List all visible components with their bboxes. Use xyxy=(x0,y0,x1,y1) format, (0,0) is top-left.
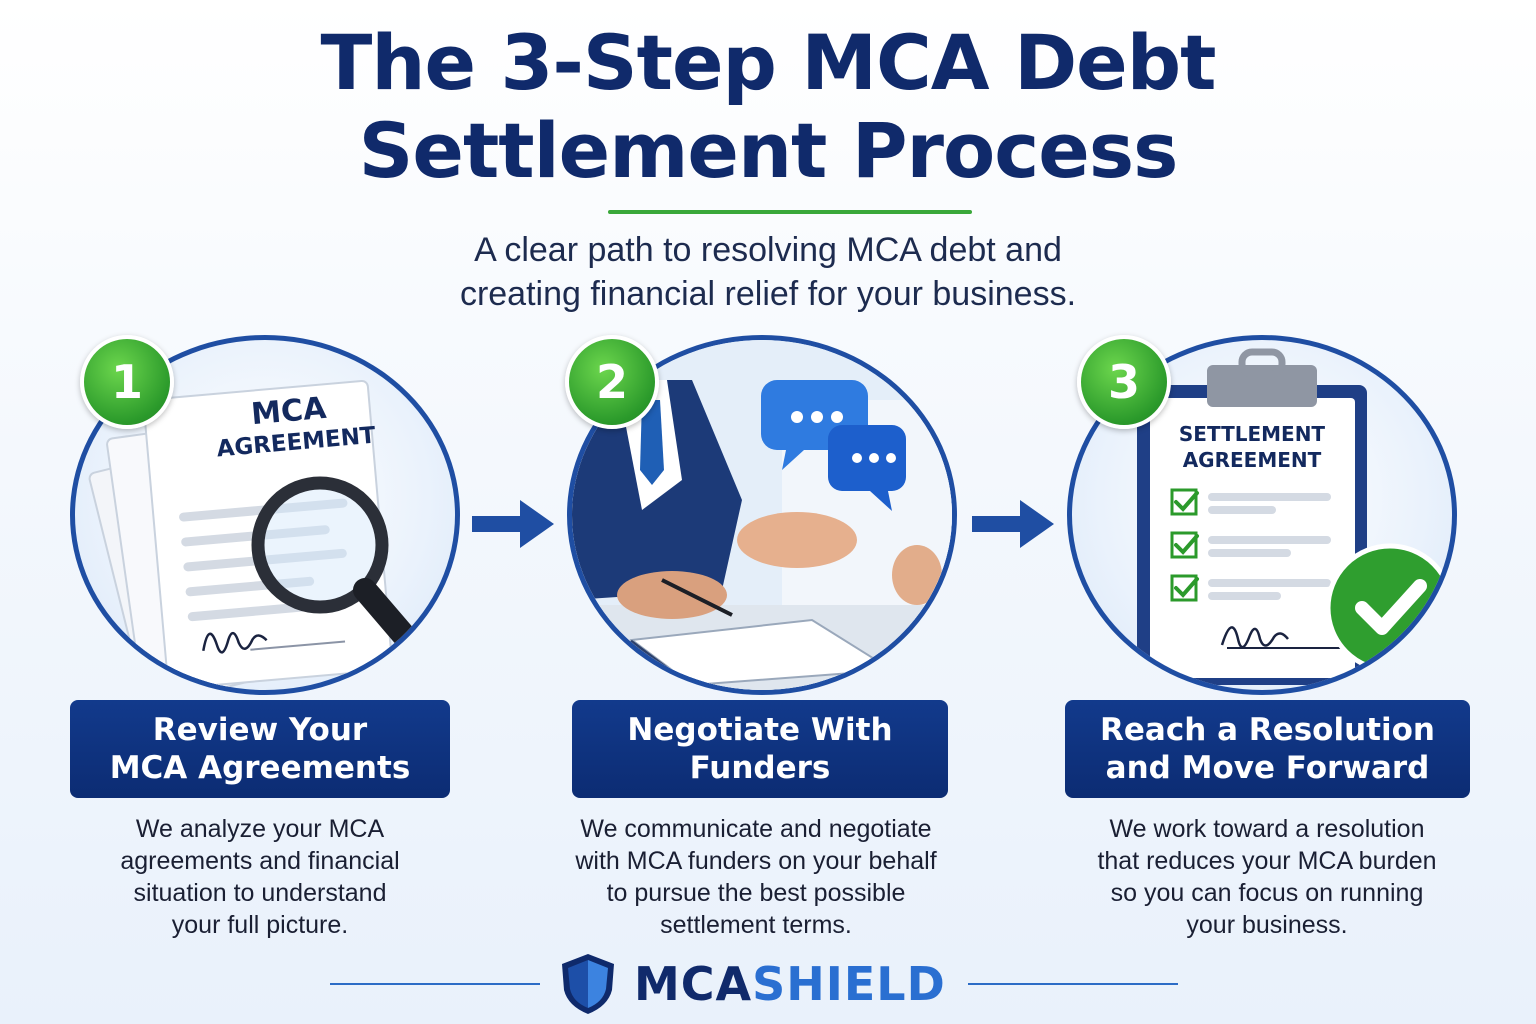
step-3-title-banner: Reach a Resolution and Move Forward xyxy=(1065,700,1470,798)
step-1-desc-line-4: your full picture. xyxy=(171,911,349,939)
step-1: MCA AGREEMENT 1 Review Your MCA Agreemen… xyxy=(15,335,485,939)
step-3-number-badge: 3 xyxy=(1077,335,1171,429)
footer-divider-right xyxy=(968,983,1178,985)
step-2-description: We communicate and negotiate with MCA fu… xyxy=(517,813,995,941)
document-review-icon xyxy=(88,380,437,690)
step-1-title-banner: Review Your MCA Agreements xyxy=(70,700,450,798)
step-3-desc-line-1: We work toward a resolution xyxy=(1109,815,1425,843)
subtitle-line-1: A clear path to resolving MCA debt and xyxy=(474,231,1062,269)
settlement-clipboard-icon xyxy=(1137,348,1452,685)
step-1-title-line-1: Review Your xyxy=(152,712,368,748)
step-1-title-line-2: MCA Agreements xyxy=(109,750,411,786)
step-2-title-line-1: Negotiate With xyxy=(627,712,893,748)
step-3-title-line-2: and Move Forward xyxy=(1105,750,1430,786)
step-2-title-line-2: Funders xyxy=(689,750,831,786)
step-1-number-badge: 1 xyxy=(80,335,174,429)
doc-label-line-1: SETTLEMENT xyxy=(1178,422,1326,446)
step-2: 2 Negotiate With Funders We communicate … xyxy=(517,335,987,939)
step-1-desc-line-3: situation to understand xyxy=(133,879,387,907)
shield-icon xyxy=(562,954,614,1014)
step-2-desc-line-1: We communicate and negotiate xyxy=(580,815,932,843)
step-1-illustration xyxy=(70,335,460,695)
brand-logo: MCASHIELD xyxy=(560,952,946,1016)
brand-name-part-2: SHIELD xyxy=(752,957,946,1011)
brand-name-part-1: MCA xyxy=(634,957,753,1011)
step-3-desc-line-2: that reduces your MCA burden xyxy=(1097,847,1437,875)
doc-label-line-2: AGREEMENT xyxy=(1182,448,1322,472)
step-3-title-line-1: Reach a Resolution xyxy=(1100,712,1435,748)
step-2-title-banner: Negotiate With Funders xyxy=(572,700,948,798)
step-2-number-badge: 2 xyxy=(565,335,659,429)
step-3-illustration xyxy=(1067,335,1457,695)
page-title-line-1: The 3-Step MCA Debt xyxy=(320,18,1217,107)
step-1-desc-line-2: agreements and financial xyxy=(120,847,400,875)
step-2-desc-line-4: settlement terms. xyxy=(660,911,852,939)
subtitle-line-2: creating financial relief for your busin… xyxy=(459,275,1077,313)
step-1-desc-line-1: We analyze your MCA xyxy=(135,815,385,843)
step-3-description: We work toward a resolution that reduces… xyxy=(1027,813,1507,941)
footer-divider-left xyxy=(330,983,540,985)
page-title-line-2: Settlement Process xyxy=(358,106,1179,195)
step-2-desc-line-3: to pursue the best possible xyxy=(606,879,906,907)
step-3: SETTLEMENT AGREEMENT 3 Reach a Resolutio… xyxy=(1017,335,1487,939)
step-2-desc-line-2: with MCA funders on your behalf xyxy=(575,847,937,875)
step-3-desc-line-3: so you can focus on running xyxy=(1110,879,1424,907)
arrow-right-icon xyxy=(472,500,554,548)
step-3-desc-line-4: your business. xyxy=(1186,911,1348,939)
step-1-description: We analyze your MCA agreements and finan… xyxy=(25,813,495,941)
title-divider xyxy=(608,210,972,214)
arrow-right-icon xyxy=(972,500,1054,548)
